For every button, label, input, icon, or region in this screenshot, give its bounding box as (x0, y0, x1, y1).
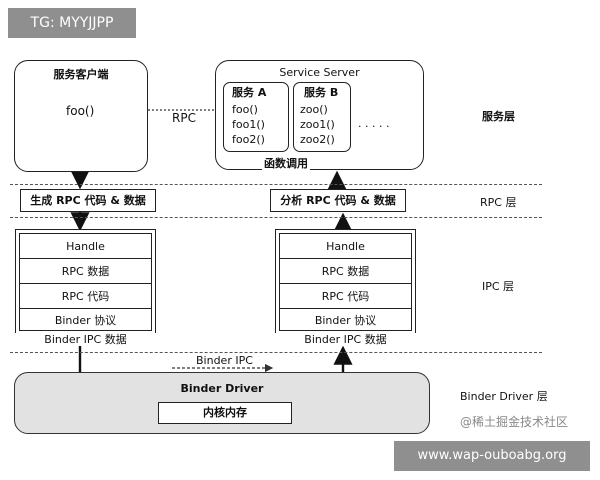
service-b-title: 服务 B (304, 86, 339, 99)
service-b-box (293, 82, 351, 152)
service-a-box (223, 82, 289, 152)
rpc-label: RPC (172, 111, 196, 125)
ipc-cell-handle: Handle (20, 234, 151, 259)
ipc-cell-rpc-data: RPC 数据 (20, 259, 151, 284)
service-client-box (14, 60, 148, 172)
ipc-stack-left: Handle RPC 数据 RPC 代码 Binder 协议 (15, 229, 156, 335)
watermark-mid: @稀土掘金技术社区 (460, 415, 569, 429)
more-services-ellipsis: . . . . . (358, 117, 390, 130)
service-b-item: zoo() (300, 103, 328, 116)
watermark-top: TG: MYYJJPP (8, 8, 136, 38)
service-a-item: foo() (232, 103, 258, 116)
service-b-item: zoo2() (300, 133, 335, 146)
binder-driver-title: Binder Driver (180, 382, 264, 395)
ipc-cell-binder-protocol: Binder 协议 (314, 314, 377, 327)
client-title: 服务客户端 (53, 68, 109, 81)
ipc-cell-rpc-data: RPC 数据 (280, 259, 411, 284)
layer-divider (10, 352, 542, 353)
ipc-cell-binder-protocol: Binder 协议 (54, 314, 117, 327)
layer-divider (10, 184, 542, 185)
ipc-cell-rpc-code: RPC 代码 (280, 284, 411, 309)
ipc-caption-right: Binder IPC 数据 (275, 333, 416, 347)
ipc-caption-left: Binder IPC 数据 (15, 333, 156, 347)
layer-label-service: 服务层 (482, 110, 515, 123)
kernel-memory-box: 内核内存 (158, 402, 292, 424)
ipc-cell-rpc-code: RPC 代码 (20, 284, 151, 309)
generate-rpc-box: 生成 RPC 代码 & 数据 (20, 189, 156, 212)
layer-divider (10, 217, 542, 218)
service-a-item: foo2() (232, 133, 265, 146)
client-call: foo() (66, 104, 95, 118)
ipc-stack-right: Handle RPC 数据 RPC 代码 Binder 协议 (275, 229, 416, 335)
layer-label-ipc: IPC 层 (482, 280, 515, 293)
layer-label-driver: Binder Driver 层 (460, 390, 548, 403)
layer-label-rpc: RPC 层 (480, 196, 517, 209)
server-title: Service Server (279, 66, 360, 79)
service-a-item: foo1() (232, 118, 265, 131)
ipc-cell-handle: Handle (280, 234, 411, 259)
func-call-label: 函数调用 (262, 157, 310, 171)
service-a-title: 服务 A (232, 86, 267, 99)
watermark-bottom: www.wap-ouboabg.org (394, 441, 590, 471)
parse-rpc-box: 分析 RPC 代码 & 数据 (270, 189, 406, 212)
service-b-item: zoo1() (300, 118, 335, 131)
binder-ipc-label: Binder IPC (196, 354, 253, 367)
